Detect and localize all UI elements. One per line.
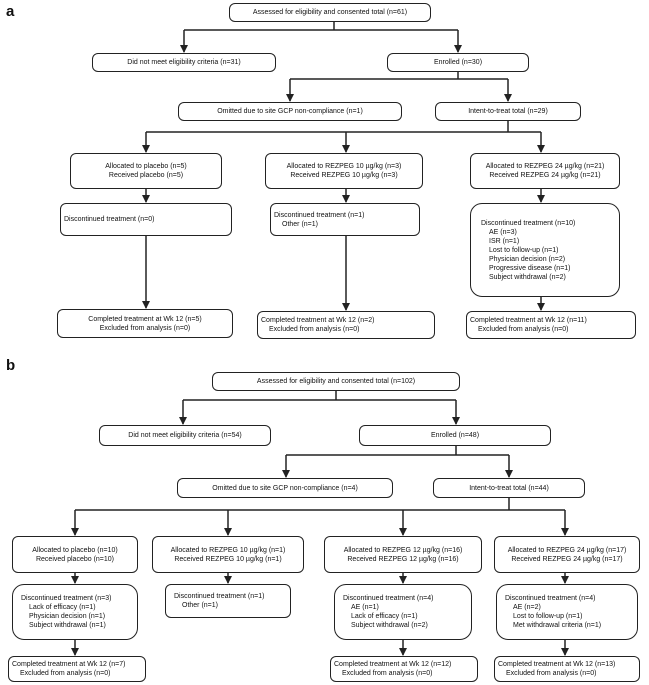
allocation-box: Allocated to placebo (n=10) Received pla…: [12, 536, 138, 573]
reason-item: Physician decision (n=2): [489, 255, 566, 263]
reason-item: Lost to follow-up (n=1): [513, 613, 583, 620]
completed-box: Completed treatment at Wk 12 (n=5) Exclu…: [57, 309, 233, 338]
allocation-box: Allocated to REZPEG 12 µg/kg (n=16) Rece…: [324, 536, 482, 573]
discontinued-box: Discontinued treatment (n=4) AE (n=2) Lo…: [496, 584, 638, 640]
discontinued-text: Discontinued treatment (n=3): [21, 595, 112, 602]
completed-box: Completed treatment at Wk 12 (n=11) Excl…: [466, 311, 636, 339]
allocation-box: Allocated to REZPEG 24 µg/kg (n=21) Rece…: [470, 153, 620, 189]
excluded-text: Excluded from analysis (n=0): [342, 670, 433, 677]
completed-box: Completed treatment at Wk 12 (n=13) Excl…: [494, 656, 640, 682]
panel-label-a: a: [6, 3, 15, 20]
reason-item: ISR (n=1): [489, 237, 520, 245]
discontinued-text: Discontinued treatment (n=1): [174, 593, 265, 600]
allocated-text: Allocated to REZPEG 12 µg/kg (n=16): [343, 546, 463, 554]
omitted-text: Omitted due to site GCP non-compliance (…: [217, 108, 363, 115]
excluded-text: Excluded from analysis (n=0): [506, 670, 597, 677]
completed-text: Completed treatment at Wk 12 (n=11): [470, 317, 587, 324]
completed-text: Completed treatment at Wk 12 (n=5): [88, 315, 202, 323]
completed-text: Completed treatment at Wk 12 (n=7): [12, 661, 126, 668]
panel-label-b: b: [6, 357, 16, 374]
received-text: Received placebo (n=10): [35, 555, 115, 563]
reason-item: AE (n=3): [489, 228, 517, 236]
not-eligible-box: Did not meet eligibility criteria (n=31): [92, 53, 276, 72]
allocated-text: Allocated to REZPEG 10 µg/kg (n=3): [286, 163, 402, 170]
assessed-box: Assessed for eligibility and consented t…: [229, 3, 431, 22]
discontinued-text: Discontinued treatment (n=0): [64, 216, 155, 223]
assessed-text: Assessed for eligibility and consented t…: [256, 378, 416, 385]
allocated-text: Allocated to REZPEG 10 µg/kg (n=1): [170, 546, 286, 554]
reason-item: Subject withdrawal (n=2): [351, 622, 428, 629]
omitted-text: Omitted due to site GCP non-compliance (…: [212, 484, 358, 492]
not-eligible-text: Did not meet eligibility criteria (n=54): [128, 432, 242, 439]
completed-box: Completed treatment at Wk 12 (n=2) Exclu…: [257, 311, 435, 339]
not-eligible-text: Did not meet eligibility criteria (n=31): [127, 59, 241, 66]
enrolled-box: Enrolled (n=30): [387, 53, 529, 72]
discontinued-text: Discontinued treatment (n=4): [505, 595, 596, 602]
itt-text: Intent-to-treat total (n=44): [469, 484, 549, 492]
received-text: Received placebo (n=5): [108, 172, 184, 179]
completed-text: Completed treatment at Wk 12 (n=12): [334, 661, 452, 668]
allocated-text: Allocated to REZPEG 24 µg/kg (n=17): [507, 546, 627, 554]
reason-item: AE (n=2): [513, 604, 541, 611]
reason-item: Lack of efficacy (n=1): [29, 604, 96, 611]
assessed-text: Assessed for eligibility and consented t…: [252, 9, 408, 16]
reason-item: AE (n=1): [351, 604, 379, 611]
completed-box: Completed treatment at Wk 12 (n=7) Exclu…: [8, 656, 146, 682]
received-text: Received REZPEG 24 µg/kg (n=21): [489, 172, 601, 179]
discontinued-box: Discontinued treatment (n=1) Other (n=1): [270, 203, 420, 236]
omitted-box: Omitted due to site GCP non-compliance (…: [178, 102, 402, 121]
reason-item: Physician decision (n=1): [29, 613, 106, 620]
received-text: Received REZPEG 12 µg/kg (n=16): [347, 555, 459, 563]
completed-text: Completed treatment at Wk 12 (n=2): [261, 317, 375, 324]
itt-box: Intent-to-treat total (n=29): [435, 102, 581, 121]
completed-text: Completed treatment at Wk 12 (n=13): [498, 661, 616, 668]
itt-box: Intent-to-treat total (n=44): [433, 478, 585, 498]
excluded-text: Excluded from analysis (n=0): [478, 326, 569, 333]
allocation-box: Allocated to placebo (n=5) Received plac…: [70, 153, 222, 189]
allocation-box: Allocated to REZPEG 10 µg/kg (n=1) Recei…: [152, 536, 304, 573]
received-text: Received REZPEG 10 µg/kg (n=1): [174, 555, 282, 563]
discontinued-box: Discontinued treatment (n=4) AE (n=1) La…: [334, 584, 472, 640]
excluded-text: Excluded from analysis (n=0): [99, 324, 191, 332]
enrolled-text: Enrolled (n=30): [433, 59, 483, 66]
reason-item: Subject withdrawal (n=2): [489, 273, 566, 281]
reason-item: Subject withdrawal (n=1): [29, 622, 106, 629]
allocated-text: Allocated to placebo (n=5): [105, 163, 187, 170]
allocated-text: Allocated to placebo (n=10): [32, 546, 118, 554]
enrolled-box: Enrolled (n=48): [359, 425, 551, 446]
allocation-box: Allocated to REZPEG 24 µg/kg (n=17) Rece…: [494, 536, 640, 573]
itt-text: Intent-to-treat total (n=29): [468, 108, 548, 115]
discontinued-box: Discontinued treatment (n=10) AE (n=3) I…: [470, 203, 620, 297]
enrolled-text: Enrolled (n=48): [430, 432, 480, 439]
reason-item: Lost to follow-up (n=1): [489, 246, 559, 254]
discontinued-box: Discontinued treatment (n=0): [60, 203, 232, 236]
reason-item: Other (n=1): [182, 602, 218, 609]
assessed-box: Assessed for eligibility and consented t…: [212, 372, 460, 391]
omitted-box: Omitted due to site GCP non-compliance (…: [177, 478, 393, 498]
received-text: Received REZPEG 24 µg/kg (n=17): [511, 555, 623, 563]
received-text: Received REZPEG 10 µg/kg (n=3): [290, 172, 398, 179]
excluded-text: Excluded from analysis (n=0): [20, 670, 111, 677]
discontinued-text: Discontinued treatment (n=4): [343, 595, 434, 602]
discontinued-text: Discontinued treatment (n=10): [481, 219, 576, 227]
allocated-text: Allocated to REZPEG 24 µg/kg (n=21): [485, 163, 605, 170]
discontinued-box: Discontinued treatment (n=3) Lack of eff…: [12, 584, 138, 640]
reason-item: Other (n=1): [282, 220, 318, 228]
reason-item: Progressive disease (n=1): [489, 264, 571, 272]
discontinued-text: Discontinued treatment (n=1): [274, 211, 365, 219]
excluded-text: Excluded from analysis (n=0): [269, 326, 360, 333]
completed-box: Completed treatment at Wk 12 (n=12) Excl…: [330, 656, 478, 682]
allocation-box: Allocated to REZPEG 10 µg/kg (n=3) Recei…: [265, 153, 423, 189]
reason-item: Met withdrawal criteria (n=1): [513, 622, 602, 629]
discontinued-box: Discontinued treatment (n=1) Other (n=1): [165, 584, 291, 618]
not-eligible-box: Did not meet eligibility criteria (n=54): [99, 425, 271, 446]
reason-item: Lack of efficacy (n=1): [351, 613, 418, 620]
